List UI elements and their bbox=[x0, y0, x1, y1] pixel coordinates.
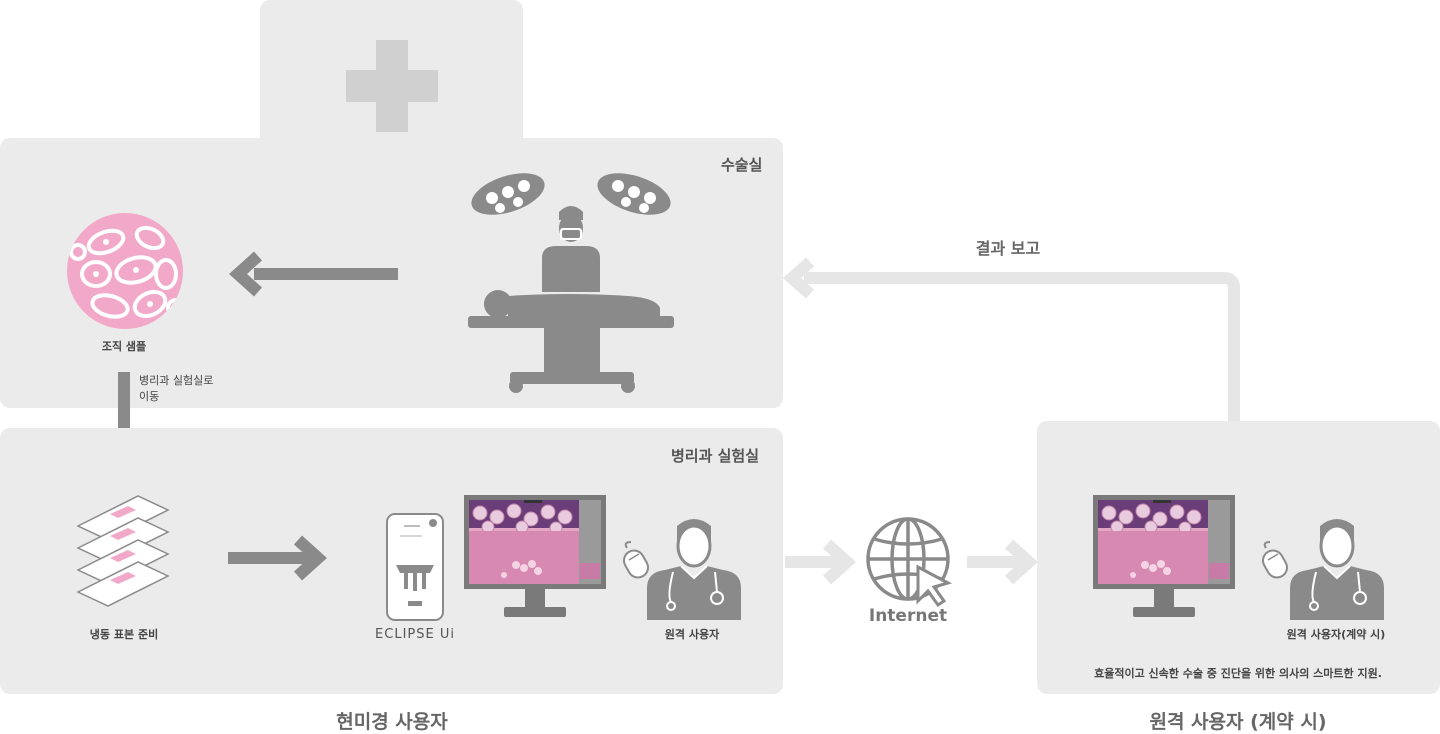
glass-slides-icon bbox=[76, 495, 170, 607]
surgeon-icon bbox=[542, 206, 600, 292]
tagline-label: 효율적이고 신속한 수술 중 진단을 위한 의사의 스마트한 지원. bbox=[1094, 667, 1382, 680]
move-to-lab-label-line2: 이동 bbox=[139, 390, 160, 403]
cross-icon bbox=[346, 40, 438, 132]
monitor-icon bbox=[464, 495, 606, 617]
move-to-lab-label-line1: 병리과 실험실로 bbox=[139, 374, 214, 387]
internet-label: Internet bbox=[868, 606, 948, 626]
mouse-icon bbox=[1262, 541, 1288, 579]
arrow-right-icon bbox=[228, 535, 327, 581]
globe-cursor-icon bbox=[866, 517, 952, 608]
microscope-icon bbox=[386, 513, 444, 621]
arrow-left-icon bbox=[229, 251, 398, 297]
surgical-lamp-icon bbox=[597, 173, 671, 215]
operating-table-icon bbox=[468, 316, 674, 393]
result-report-arrow bbox=[782, 257, 1240, 424]
microscope-user-title: 현미경 사용자 bbox=[336, 711, 448, 733]
remote-user-local-label: 원격 사용자 bbox=[664, 628, 720, 641]
operating-room-label: 수술실 bbox=[721, 156, 763, 174]
pathology-lab-label: 병리과 실험실 bbox=[671, 447, 760, 465]
mouse-icon bbox=[623, 541, 649, 579]
remote-user-title: 원격 사용자 (계약 시) bbox=[1149, 711, 1327, 733]
device-name-label: ECLIPSE Ui bbox=[375, 627, 455, 642]
monitor-icon bbox=[1093, 495, 1235, 617]
arrow-right-light-icon bbox=[967, 539, 1038, 585]
frozen-prep-label: 냉동 표본 준비 bbox=[89, 628, 159, 641]
patient-icon bbox=[484, 290, 660, 318]
arrow-right-light-icon bbox=[785, 539, 856, 585]
doctor-icon bbox=[1290, 519, 1384, 620]
surgical-lamp-icon bbox=[471, 173, 545, 215]
tissue-sample-icon bbox=[67, 213, 183, 329]
result-report-label: 결과 보고 bbox=[975, 239, 1041, 258]
tissue-sample-label: 조직 샘플 bbox=[101, 340, 147, 353]
remote-user-contract-label: 원격 사용자(계약 시) bbox=[1286, 628, 1386, 641]
doctor-icon bbox=[647, 519, 741, 620]
